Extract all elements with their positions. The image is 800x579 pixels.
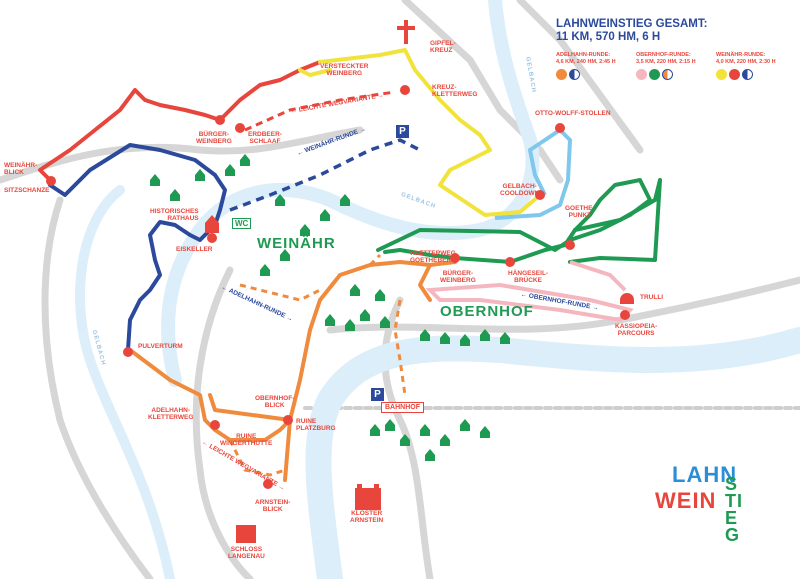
parking-icon: P — [371, 388, 384, 401]
poi-gelbach-cooldown: GELBACH- COOLDOWN — [500, 183, 540, 197]
poi-ruine-platzburg: RUINE PLATZBURG — [296, 418, 336, 432]
castle-icon — [355, 484, 381, 510]
poi-kassiopeia: KASSIOPEIA- PARCOURS — [615, 323, 658, 337]
legend-adelhahn-name: ADELHAHN-RUNDE: — [556, 52, 611, 58]
difficulty-icon — [742, 69, 753, 80]
logo-stieg: STIEG — [725, 474, 743, 545]
poi-schloss-langenau: SCHLOSS LANGENAU — [228, 546, 265, 560]
legend: LAHNWEINSTIEG GESAMT: 11 KM, 570 HM, 6 H… — [556, 18, 796, 80]
legend-obernhof-stats: 3,5 KM, 220 HM, 2:15 H — [636, 58, 696, 65]
legend-title-line2: 11 KM, 570 HM, 6 H — [556, 31, 661, 43]
logo-wein: WEIN — [655, 488, 717, 513]
red-variant-dashed — [244, 90, 396, 132]
poi-kletterweg-goetheberg: KLETTERWEG GOETHEBERG — [410, 250, 457, 264]
pink-dot-icon — [636, 69, 647, 80]
poi-trulli: TRULLI — [640, 294, 664, 301]
otto-wolff-route — [494, 127, 573, 220]
logo-lahn: LAHN — [672, 462, 738, 487]
bahnhof-badge: BAHNHOF — [381, 402, 424, 413]
poi-weinaehr-blick: WEINÄHR- BLICK — [4, 162, 38, 176]
poi-historisches-rathaus: HISTORISCHES RATHAUS — [150, 208, 199, 222]
poi-goethe-punkt: GOETHE- PUNKT — [565, 205, 595, 219]
poi-obernhof-blick: OBERNHOF- BLICK — [255, 395, 295, 409]
red-route — [38, 60, 322, 182]
poi-arnstein-blick: ARNSTEIN- BLICK — [255, 499, 291, 513]
obernhof-route-pink — [425, 260, 634, 323]
legend-adelhahn-stats: 4,6 KM, 240 HM, 2:45 H — [556, 58, 616, 65]
label-lahn-right: LAHN — [600, 375, 639, 387]
obernhof-route-green — [376, 178, 662, 264]
wc-badge: WC — [232, 218, 252, 229]
legend-obernhof: OBERNHOF-RUNDE: 3,5 KM, 220 HM, 2:15 H — [636, 52, 718, 81]
legend-weinaehr: WEINÄHR-RUNDE: 4,0 KM, 220 HM, 2:30 H — [716, 52, 798, 81]
legend-adelhahn: ADELHAHN-RUNDE: 4,6 KM, 240 HM, 2:45 H — [556, 52, 638, 81]
poi-ruine-wingerthuette: RUINE WINGERTHÜTTE — [220, 433, 273, 447]
poi-kloster-arnstein: KLOSTER ARNSTEIN — [350, 510, 384, 524]
place-weinaehr: WEINÄHR — [257, 235, 336, 252]
blue-route — [48, 143, 227, 352]
green-dot-icon — [649, 69, 660, 80]
difficulty-icon — [569, 69, 580, 80]
poi-erdbeer-schlaaf: ERDBEER- SCHLAAF — [248, 131, 282, 145]
star-marker-icons — [46, 85, 630, 489]
orange-dot-icon — [556, 69, 567, 80]
parking-icon: P — [396, 125, 409, 138]
blue-variant-dashed — [229, 138, 421, 212]
red-dot-icon — [729, 69, 740, 80]
legend-title-line1: LAHNWEINSTIEG GESAMT: — [556, 18, 708, 30]
weinaehr-route-yellow — [298, 48, 542, 217]
place-obernhof: OBERNHOF — [440, 303, 534, 320]
poi-versteckter-weinberg: VERSTECKTER WEINBERG — [320, 63, 369, 77]
legend-weinaehr-name: WEINÄHR-RUNDE: — [716, 52, 766, 58]
poi-buerger-weinberg-obernhof: BÜRGER- WEINBERG — [440, 270, 476, 284]
rathaus-icon — [205, 215, 219, 233]
schloss-icon — [236, 525, 256, 543]
poi-haengeseil-bruecke: HÄNGESEIL- BRÜCKE — [508, 270, 549, 284]
rivers — [75, 0, 800, 579]
tree-icons — [150, 154, 510, 461]
trulli-icon — [620, 293, 634, 304]
poi-pulverturm: PULVERTURM — [138, 343, 183, 350]
poi-eiskeller: EISKELLER — [176, 246, 213, 253]
poi-otto-wolff: OTTO-WOLFF-STOLLEN — [535, 110, 611, 117]
cross-icon — [404, 20, 408, 44]
poi-buerger-weinberg-top: BÜRGER- WEINBERG — [196, 131, 232, 145]
landmark-icons — [205, 20, 634, 543]
poi-sitzschanze: SITZSCHANZE — [4, 187, 50, 194]
poi-kreuz-kletterweg: KREUZ- KLETTERWEG — [432, 84, 478, 98]
label-lahn-bottom: LAHN — [331, 456, 344, 496]
legend-weinaehr-stats: 4,0 KM, 220 HM, 2:30 H — [716, 58, 776, 65]
yellow-dot-icon — [716, 69, 727, 80]
legend-obernhof-name: OBERNHOF-RUNDE: — [636, 52, 691, 58]
adelhahn-variant-dashed — [228, 253, 407, 477]
difficulty-icon — [662, 69, 673, 80]
poi-gipfelkreuz: GIPFEL- KREUZ — [430, 40, 456, 54]
poi-adelhahn-kletterweg: ADELHAHN- KLETTERWEG — [148, 407, 194, 421]
